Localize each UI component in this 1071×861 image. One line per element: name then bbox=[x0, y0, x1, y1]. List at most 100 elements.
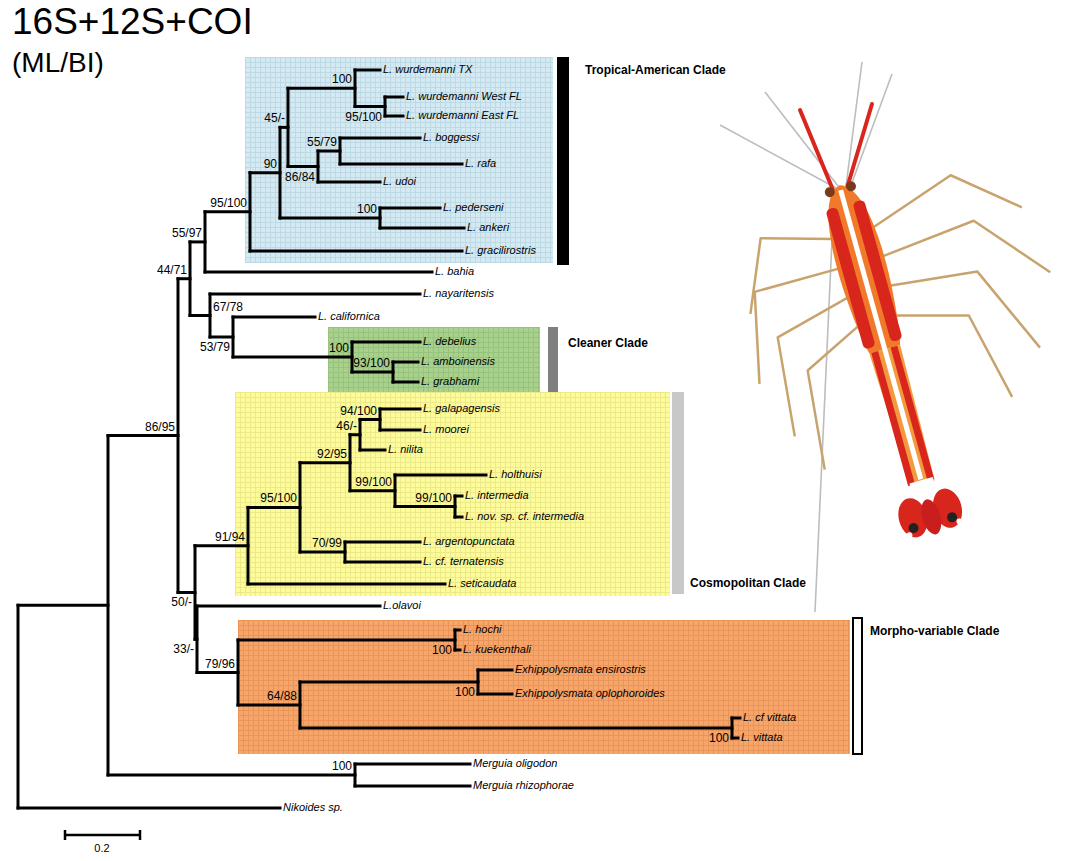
support-value: 79/96 bbox=[205, 658, 235, 670]
taxon-label: Exhippolysmata ensirostris bbox=[515, 663, 646, 676]
tree-branch bbox=[205, 271, 432, 274]
support-value: 95/100 bbox=[260, 492, 297, 504]
taxon-label: L. holthuisi bbox=[489, 468, 542, 481]
tree-branch bbox=[393, 381, 418, 384]
tree-branch bbox=[194, 546, 197, 640]
tree-branch bbox=[195, 638, 197, 641]
clade-name: Morpho-variable Clade bbox=[870, 624, 999, 638]
clade-bar bbox=[557, 57, 569, 265]
taxon-label: L. grabhami bbox=[421, 375, 479, 388]
tree-branch bbox=[732, 737, 738, 740]
clade-bar bbox=[672, 392, 684, 594]
taxon-label: L. amboinensis bbox=[421, 355, 495, 368]
support-value: 64/88 bbox=[267, 690, 297, 702]
support-value: 100 bbox=[332, 73, 352, 85]
tree-branch bbox=[196, 606, 199, 673]
taxon-label: L. boggessi bbox=[423, 131, 479, 144]
support-value: 50/- bbox=[171, 596, 192, 608]
tree-branch bbox=[355, 763, 470, 766]
tree-branch bbox=[318, 150, 340, 153]
support-value: 94/100 bbox=[340, 405, 377, 417]
tree-branch bbox=[249, 173, 252, 251]
tree-branch bbox=[340, 163, 462, 166]
taxon-label: L. wurdemanni East FL bbox=[406, 109, 519, 122]
taxon-label: L. debelius bbox=[423, 335, 476, 348]
tree-branch bbox=[394, 475, 397, 507]
tree-branch bbox=[248, 506, 300, 509]
taxon-label: L. pederseni bbox=[443, 201, 504, 214]
tree-branch bbox=[288, 165, 318, 168]
tree-branch bbox=[233, 316, 315, 319]
tree-branch bbox=[210, 293, 420, 296]
clade-bar bbox=[853, 618, 862, 754]
tree-branch bbox=[189, 242, 192, 316]
taxon-label: L. seticaudata bbox=[448, 577, 517, 590]
support-value: 100 bbox=[329, 342, 349, 354]
tree-branch bbox=[352, 341, 420, 344]
tree-branch bbox=[392, 362, 395, 382]
taxon-label: L. argentopunctata bbox=[423, 535, 515, 548]
taxon-label: L. wurdemanni TX bbox=[383, 63, 472, 76]
taxon-label: L. nayaritensis bbox=[423, 287, 494, 300]
scale-bar bbox=[65, 830, 140, 840]
support-value: 90 bbox=[264, 158, 277, 170]
tree-branch bbox=[345, 561, 420, 564]
taxon-label: L. nov. sp. cf. intermedia bbox=[465, 510, 584, 523]
tree-branch bbox=[455, 516, 462, 519]
tree-branch bbox=[17, 605, 20, 808]
tree-branch bbox=[732, 717, 740, 720]
tree-branch bbox=[107, 436, 110, 775]
tree-branch bbox=[395, 505, 455, 508]
support-value: 45/- bbox=[264, 112, 285, 124]
tree-branch bbox=[354, 764, 357, 786]
tree-branch bbox=[178, 591, 195, 594]
tree-branch bbox=[197, 671, 238, 674]
support-value: 55/97 bbox=[172, 227, 202, 239]
taxon-label: L. vittata bbox=[741, 731, 783, 744]
tree-branch bbox=[393, 361, 418, 364]
support-value: 55/79 bbox=[307, 136, 337, 148]
tree-branch bbox=[339, 138, 342, 164]
support-value: 44/71 bbox=[157, 264, 187, 276]
taxon-label: L. galapagensis bbox=[423, 402, 500, 415]
tree-branch bbox=[380, 408, 420, 411]
support-value: 95/100 bbox=[210, 197, 247, 209]
tree-branch bbox=[384, 97, 387, 116]
taxon-label: L. ankeri bbox=[467, 221, 509, 234]
support-value: 100 bbox=[455, 686, 475, 698]
taxon-label: L. nilita bbox=[388, 443, 423, 456]
clade-bar bbox=[548, 327, 558, 393]
tree-branch bbox=[380, 429, 420, 432]
clade-name: Cleaner Clade bbox=[568, 336, 648, 350]
tree-branch bbox=[299, 682, 302, 728]
support-value: 99/100 bbox=[355, 476, 392, 488]
tree-branch bbox=[280, 126, 288, 129]
clade-name: Cosmopolitan Clade bbox=[690, 576, 806, 590]
tree-branch bbox=[190, 314, 210, 317]
shrimp-illustration bbox=[714, 62, 1071, 612]
tree-branch bbox=[210, 336, 233, 339]
taxon-label: Merguia oligodon bbox=[473, 757, 557, 770]
taxon-label: L. wurdemanni West FL bbox=[406, 90, 522, 103]
support-value: 95/100 bbox=[345, 111, 382, 123]
taxon-label: Exhippolysmata oplophoroides bbox=[515, 687, 665, 700]
tree-branch bbox=[350, 489, 395, 492]
tree-branch bbox=[359, 420, 362, 451]
tree-branch bbox=[350, 433, 360, 436]
tree-branch bbox=[477, 670, 480, 694]
support-value: 53/79 bbox=[200, 341, 230, 353]
tree-branch bbox=[349, 435, 352, 491]
support-value: 93/100 bbox=[353, 357, 390, 369]
tree-branch bbox=[360, 449, 385, 452]
taxon-label: L. rafa bbox=[465, 157, 496, 170]
tree-branch bbox=[395, 474, 486, 477]
taxon-label: L. cf vittata bbox=[743, 711, 796, 724]
tree-branch bbox=[385, 115, 403, 118]
support-value: 33/- bbox=[173, 643, 194, 655]
tree-branch bbox=[233, 356, 352, 359]
tree-branch bbox=[205, 210, 250, 213]
tree-branch bbox=[197, 605, 380, 608]
figure-title: 16S+12S+COI bbox=[12, 2, 253, 43]
taxon-label: L. hochi bbox=[463, 623, 502, 636]
taxon-label: L. moorei bbox=[423, 423, 469, 436]
